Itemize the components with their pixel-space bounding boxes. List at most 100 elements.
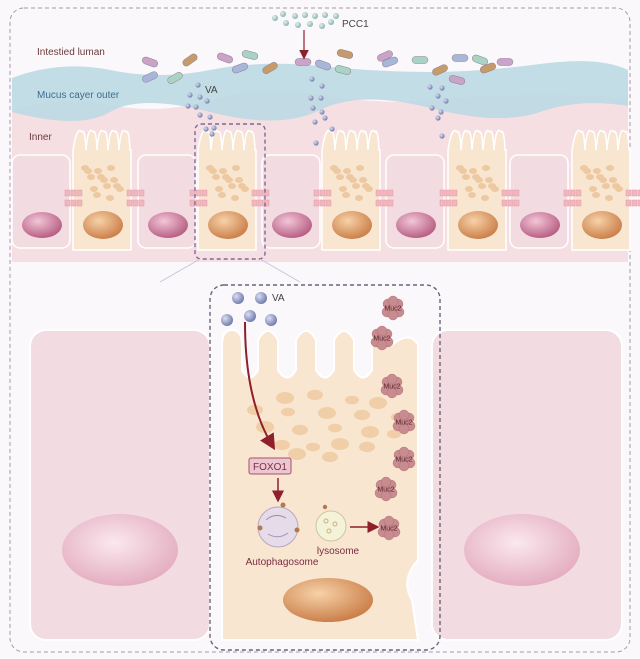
enterocyte-nucleus: [396, 212, 436, 238]
tight-junction: [257, 189, 264, 197]
autophagosome-particle: [280, 502, 286, 508]
tight-junction: [189, 199, 196, 207]
granule: [606, 165, 614, 171]
granule: [491, 186, 499, 192]
tight-junction: [375, 199, 382, 207]
tight-junction: [64, 199, 71, 207]
muc2-blob: [383, 515, 395, 527]
lysosome-vesicle: [332, 521, 338, 527]
va-dot: [313, 140, 319, 146]
granule: [232, 165, 240, 171]
granule: [342, 192, 350, 198]
va-dot: [308, 95, 314, 101]
muc2-blob: [386, 387, 398, 399]
va-dot: [193, 104, 199, 110]
granule: [478, 183, 486, 189]
granule: [219, 168, 227, 174]
tight-junction: [631, 189, 638, 197]
va-particles-detail: [221, 292, 277, 326]
tight-junction: [189, 189, 196, 197]
bacterium: [448, 75, 466, 85]
va-dot: [203, 126, 209, 132]
enterocyte-nucleus: [272, 212, 312, 238]
tight-junction: [501, 199, 508, 207]
granule: [356, 165, 364, 171]
tight-junction: [70, 199, 77, 207]
pcc1-dot: [302, 12, 308, 18]
bacterium: [315, 59, 331, 71]
goblet-nucleus: [332, 211, 372, 239]
tight-junction: [575, 199, 582, 207]
autophagosome-label: Autophagosome: [246, 557, 319, 568]
tight-junction: [313, 199, 320, 207]
tight-junction: [138, 199, 145, 207]
tight-junction: [257, 199, 264, 207]
muc2-blob: [398, 446, 410, 458]
tight-junction: [195, 189, 202, 197]
tight-junction: [445, 189, 452, 197]
bacterium: [232, 62, 248, 74]
muc2-cluster: Muc2: [380, 373, 404, 399]
va-dot: [427, 84, 433, 90]
mucin-granule: [359, 441, 375, 453]
muc2-label: Muc2: [395, 457, 412, 464]
top-panel: Intestied luman Mucus cayer outer Inner …: [11, 11, 640, 283]
granule: [333, 168, 341, 174]
pcc1-dot: [322, 12, 328, 18]
pcc1-dot: [283, 20, 289, 26]
va-dot: [244, 310, 256, 322]
tight-junction: [569, 189, 576, 197]
tight-junction: [64, 189, 71, 197]
enterocyte-right: [431, 329, 623, 641]
enterocyte-nucleus: [22, 212, 62, 238]
va-dot: [322, 115, 328, 121]
bacterium: [241, 50, 259, 60]
epithelium-row: [11, 129, 640, 251]
muc2-label: Muc2: [377, 487, 394, 494]
granule: [110, 177, 118, 183]
lysosome-label: lysosome: [317, 546, 360, 557]
granule: [228, 183, 236, 189]
va-dot: [204, 98, 210, 104]
va-to-foxo1-arrow: [244, 321, 276, 451]
granule: [586, 174, 594, 180]
muc2-label: Muc2: [380, 526, 397, 533]
va-label-top: VA: [205, 85, 218, 96]
enterocyte-nucleus: [148, 212, 188, 238]
granule: [209, 168, 217, 174]
granule: [225, 177, 233, 183]
bacterium: [472, 54, 488, 66]
nucleus-left: [62, 514, 178, 586]
tight-junction: [513, 189, 520, 197]
tight-junction: [451, 199, 458, 207]
granule: [465, 186, 473, 192]
tight-junction: [625, 199, 632, 207]
zoom-connector: [159, 258, 301, 283]
granule: [365, 186, 373, 192]
muc2-label: Muc2: [395, 420, 412, 427]
granule: [615, 186, 623, 192]
muc2-cluster: Muc2: [392, 446, 416, 472]
tight-junction: [631, 199, 638, 207]
granule: [218, 192, 226, 198]
lysosome-particle: [322, 504, 328, 510]
pcc1-dot: [280, 11, 286, 17]
mucin-granule: [256, 421, 274, 433]
granule: [481, 195, 489, 201]
tight-junction: [439, 199, 446, 207]
mucus-outer-label: Mucus cayer outer: [37, 90, 120, 101]
bacterium: [496, 58, 514, 66]
tight-junction: [507, 199, 514, 207]
granule: [605, 195, 613, 201]
tight-junction: [625, 189, 632, 197]
mucin-granule: [276, 392, 294, 404]
tight-junction: [132, 199, 139, 207]
va-dot: [438, 109, 444, 115]
tight-junction: [445, 199, 452, 207]
granule: [359, 177, 367, 183]
granule: [482, 165, 490, 171]
outer-frame: [9, 7, 631, 653]
mucin-granule: [292, 424, 308, 436]
